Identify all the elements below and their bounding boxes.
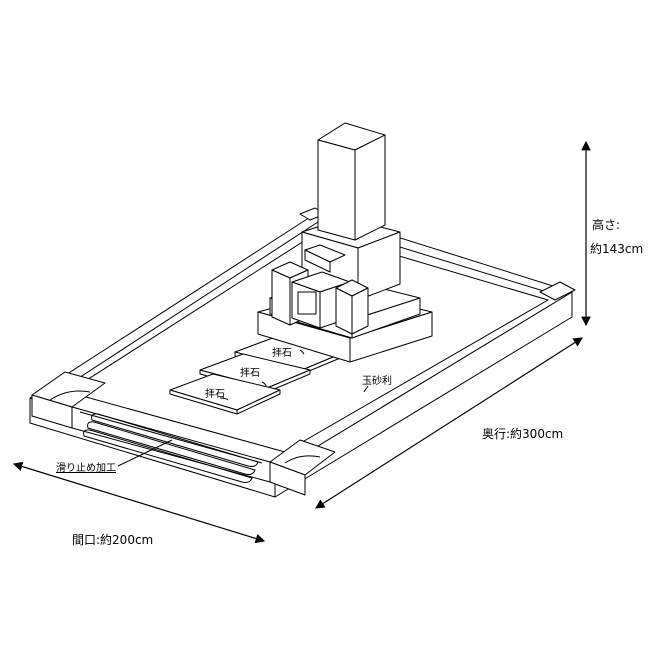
haiseki-label: 拝石 xyxy=(205,389,225,400)
width-arrow xyxy=(12,461,266,544)
haiseki-label: 拝石 xyxy=(240,368,260,379)
depth-label: 奥行:約300cm xyxy=(482,427,564,441)
haiseki-label: 拝石 xyxy=(272,348,292,359)
monument xyxy=(257,122,433,363)
width-label: 間口:約200cm xyxy=(72,533,154,547)
height-label: 高さ: xyxy=(592,218,621,232)
depth-arrow xyxy=(314,337,584,509)
height-value: 約143cm xyxy=(590,242,644,256)
gravel-label: 玉砂利 xyxy=(362,376,392,387)
dimension-arrows xyxy=(12,140,591,544)
antislip-label: 滑り止め加工 xyxy=(56,463,116,474)
